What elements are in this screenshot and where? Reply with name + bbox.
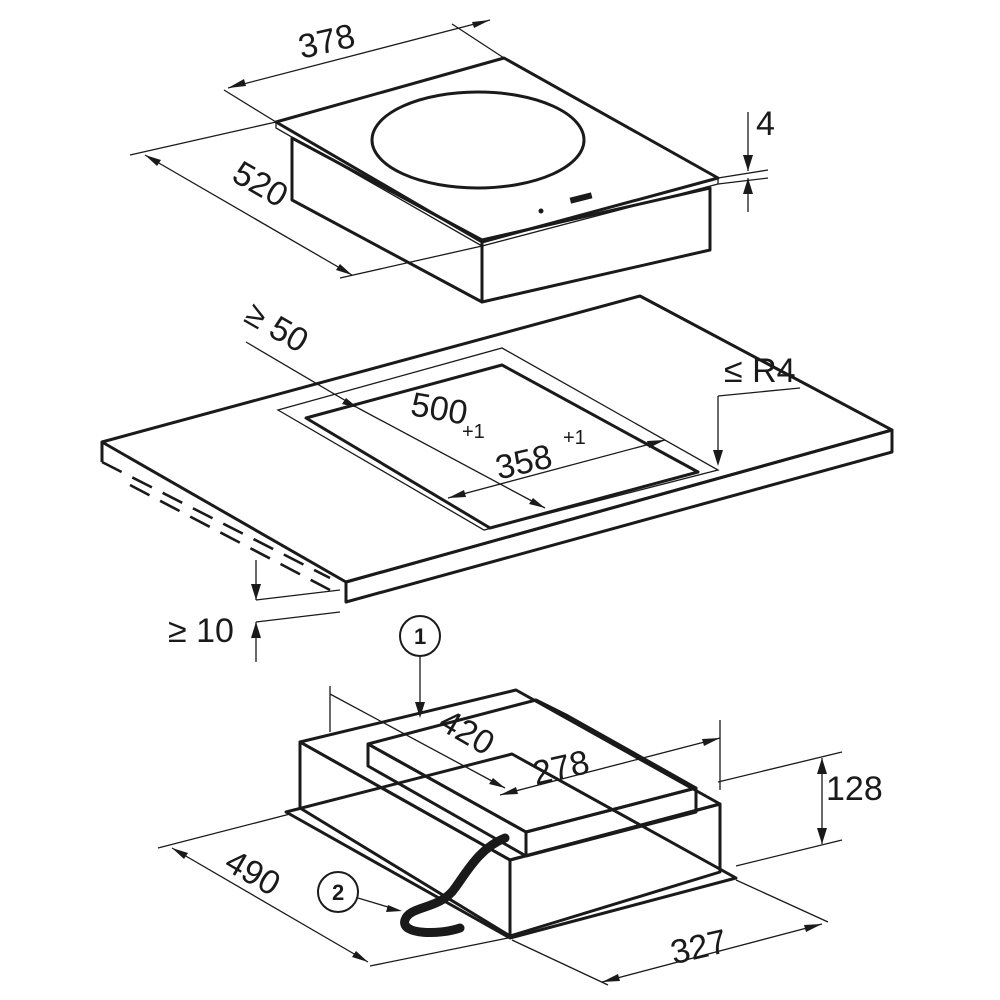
cooking-zone xyxy=(370,90,586,190)
control-marker xyxy=(569,192,593,204)
extractor-flange xyxy=(284,752,738,940)
worktop-front-edge xyxy=(344,428,894,604)
motor-box-top xyxy=(366,698,698,834)
dim-278-label: 278 xyxy=(529,743,593,793)
worktop xyxy=(100,294,894,604)
cutout-opening xyxy=(304,363,700,530)
callout-2-label: 2 xyxy=(332,880,344,905)
dim-hob-thickness: 4 xyxy=(717,105,775,212)
dim-50-label: ≥ 50 xyxy=(238,295,314,361)
dim-327-label: 327 xyxy=(667,922,731,972)
dim-worktop-clearance: ≥ 10 xyxy=(168,560,341,662)
dim-520-label: 520 xyxy=(226,154,294,215)
hob-body-front xyxy=(290,136,484,304)
dim-frame-margin: ≥ 50 xyxy=(238,295,359,409)
dim-490-label: 490 xyxy=(218,842,286,903)
worktop-dash-left2 xyxy=(129,483,331,592)
power-cable xyxy=(400,833,510,937)
worktop-dash-left xyxy=(101,460,331,580)
dim-378-label: 378 xyxy=(295,17,359,67)
dim-128-label: 128 xyxy=(826,770,883,808)
dim-4-label: 4 xyxy=(756,105,775,143)
frame-recess xyxy=(276,347,720,531)
hob-glass-top xyxy=(274,56,720,244)
callout-2: 2 xyxy=(317,871,402,913)
dim-500-tol: +1 xyxy=(462,421,485,443)
dim-358-label: 358 xyxy=(492,438,556,488)
motor-box-side xyxy=(524,786,698,858)
dim-r4-label: ≤ R4 xyxy=(724,352,796,390)
dim-10-label: ≥ 10 xyxy=(168,612,234,650)
callout-1: 1 xyxy=(399,615,441,718)
extractor-housing-top xyxy=(298,688,722,862)
dim-extractor-height: 128 xyxy=(717,751,883,867)
control-dot xyxy=(538,208,544,214)
worktop-dash-back xyxy=(639,294,859,414)
hob-body-side xyxy=(480,186,712,304)
extractor-housing-right xyxy=(508,802,722,938)
dim-corner-radius: ≤ R4 xyxy=(713,352,801,466)
callout-1-label: 1 xyxy=(414,624,426,649)
hob-unit xyxy=(274,56,720,304)
extractor-unit xyxy=(284,688,738,940)
dim-358-tol: +1 xyxy=(563,427,586,449)
